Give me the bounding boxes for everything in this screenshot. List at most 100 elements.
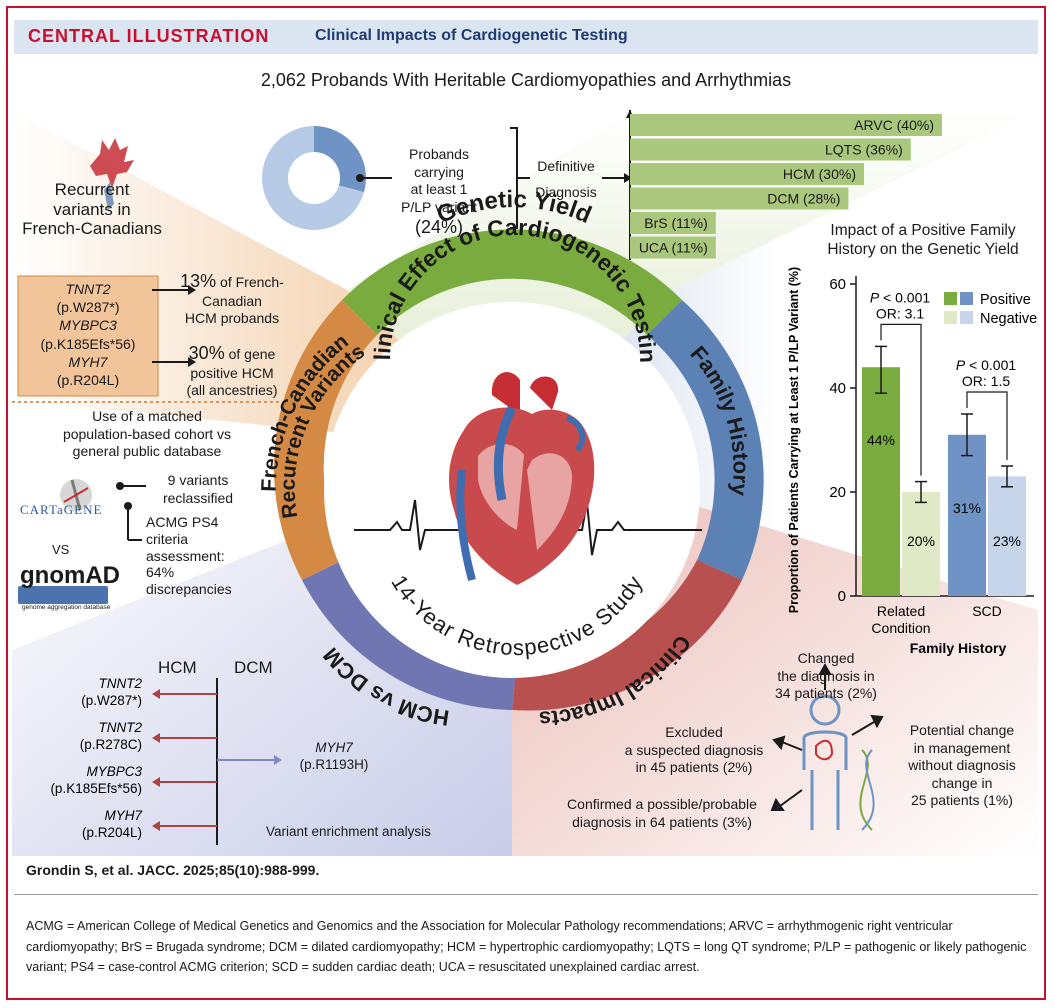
yield-bar [630,114,942,136]
y-tick-label: 60 [829,276,846,293]
x-tick-label: SCD [972,603,1002,619]
gnomad-world-icon [18,586,108,604]
family-history-bar [862,367,900,596]
stat-30pct: 30% of gene positive HCM (all ancestries… [162,342,302,400]
p-value-label: P < 0.001 [956,357,1017,373]
chart-xlabel: Family History [910,640,1007,656]
hcm-variant-change: (p.W287*) [81,693,142,708]
dcm-variant: MYH7 (p.R1193H) [284,740,384,774]
citation: Grondin S, et al. JACC. 2025;85(10):988-… [26,862,320,878]
hcm-header: HCM [158,658,197,677]
significance-bracket [880,323,922,476]
illustration-frame [6,6,1046,1000]
diagnosis-yield-bars: ARVC (40%)LQTS (36%)HCM (30%)DCM (28%)Br… [630,114,942,259]
hcm-arrowhead [152,777,160,787]
definitive-bracket [510,127,530,229]
bar-value-label: 20% [907,533,935,549]
subtitle: 2,062 Probands With Heritable Cardiomyop… [260,70,792,90]
potential-line-4: change in [931,774,993,791]
y-tick-label: 0 [838,588,846,605]
recurrent-line-1: Recurrent [54,180,130,199]
definitive-line-1: Definitive [537,158,595,174]
acmg-line-5: discrepancies [146,581,232,598]
hcm-arrowhead [152,689,160,699]
dcm-arrowhead [274,755,282,765]
family-history-bar [988,476,1026,596]
cohort-line-1: Use of a matched [92,408,202,424]
yield-bar-label: ARVC (40%) [854,117,934,133]
yield-bar [630,236,716,259]
acmg-line-3: assessment: [146,547,225,564]
ring-family-history [647,300,764,580]
legend-label: Positive [980,292,1031,308]
reclass-line-2: reclassified [162,489,234,506]
hcm-variant-gene: TNNT2 [99,676,143,691]
maple-leaf-icon [90,138,134,210]
yield-bar [630,138,911,161]
cartagene-label: CARTaGENE [20,502,103,517]
stat2-line-2: positive HCM [190,364,274,381]
stat2-line-1: of gene [228,346,276,362]
yield-bar [630,212,716,234]
variant-gene-2: MYBPC3 [59,317,117,334]
dna-icon [859,749,875,831]
definitive-diagnosis-label: Definitive Diagnosis [530,154,602,206]
cartagene-logo-icon [60,479,92,511]
hcm-variant-gene: MYBPC3 [86,764,142,779]
potential-line-2: in management [913,739,1011,756]
ring-french-canadian [273,300,377,580]
acmg-line-2: criteria [146,530,189,547]
divider [14,894,1038,895]
variant-list: TNNT2 (p.W287*) MYBPC3 (p.K185Efs*56) MY… [18,280,158,389]
stat2-line-3: (all ancestries) [186,382,278,398]
changed-diagnosis-text: Changed the diagnosis in 34 patients (2%… [762,650,890,703]
legend-label: Negative [980,311,1037,327]
yield-bar-label: HCM (30%) [783,166,856,182]
family-history-bar [902,492,940,596]
yield-bar-label: LQTS (36%) [825,142,903,158]
abbreviations: ACMG = American College of Medical Genet… [26,919,1027,975]
proband-text: Probands carrying at least 1 P/LP varian… [384,146,494,239]
acmg-line-4: 64% [146,564,175,581]
stat-13pct: 13% of French- Canadian HCM probands [162,270,302,328]
patient-icon [802,694,848,830]
yield-bar-label: UCA (11%) [639,240,708,256]
changed-line-3: 34 patients (2%) [775,685,877,701]
ring-genetic-yield [342,229,682,335]
changed-line-1: Changed [797,650,855,666]
yield-bar-label: DCM (28%) [767,191,840,207]
hcm-variant-change: (p.R278C) [80,737,142,752]
confirmed-diagnosis-text: Confirmed a possible/probable diagnosis … [552,796,772,831]
variant-change-1: (p.W287*) [56,299,120,316]
reclassified-text: 9 variants reclassified [148,472,248,507]
odds-ratio-label: OR: 3.1 [876,305,924,321]
potential-line-5: 25 patients (1%) [911,792,1013,808]
acmg-text: ACMG PS4 criteria assessment: 64% discre… [146,514,266,598]
x-tick-label: Related [877,603,925,619]
hcm-variant-gene: MYH7 [104,808,142,823]
bar-value-label: 23% [993,533,1021,549]
excluded-diagnosis-text: Excluded a suspected diagnosis in 45 pat… [614,724,774,777]
bar-value-label: 31% [953,500,981,516]
yield-bar [630,163,864,185]
stat1-pct: 13% [180,271,217,291]
cohort-line-3: general public database [72,443,222,459]
variant-gene-3: MYH7 [68,353,108,370]
y-tick-label: 20 [829,484,846,501]
dcm-variant-change: (p.R1193H) [299,756,369,772]
graphic-panel: Genetic Yield Family History Clinical Im… [12,110,1038,856]
proband-line-2: at least 1 [410,181,468,197]
yield-bar [630,187,849,210]
heart-icon [449,372,595,585]
cohort-line-2: population-based cohort vs [62,425,232,442]
gnomad-label: gnomAD [20,562,120,589]
hcm-dcm-arrows: TNNT2(p.W287*)TNNT2(p.R278C)MYBPC3(p.K18… [50,676,282,840]
variant-box [17,275,159,397]
hcm-variant-change: (p.K185Efs*56) [50,781,142,796]
reclass-line-1: 9 variants [167,472,229,488]
significance-bracket [966,391,1008,460]
y-tick-label: 40 [829,380,846,397]
potential-line-3: without diagnosis [908,757,1016,773]
stat1-line-3: HCM probands [184,310,280,326]
